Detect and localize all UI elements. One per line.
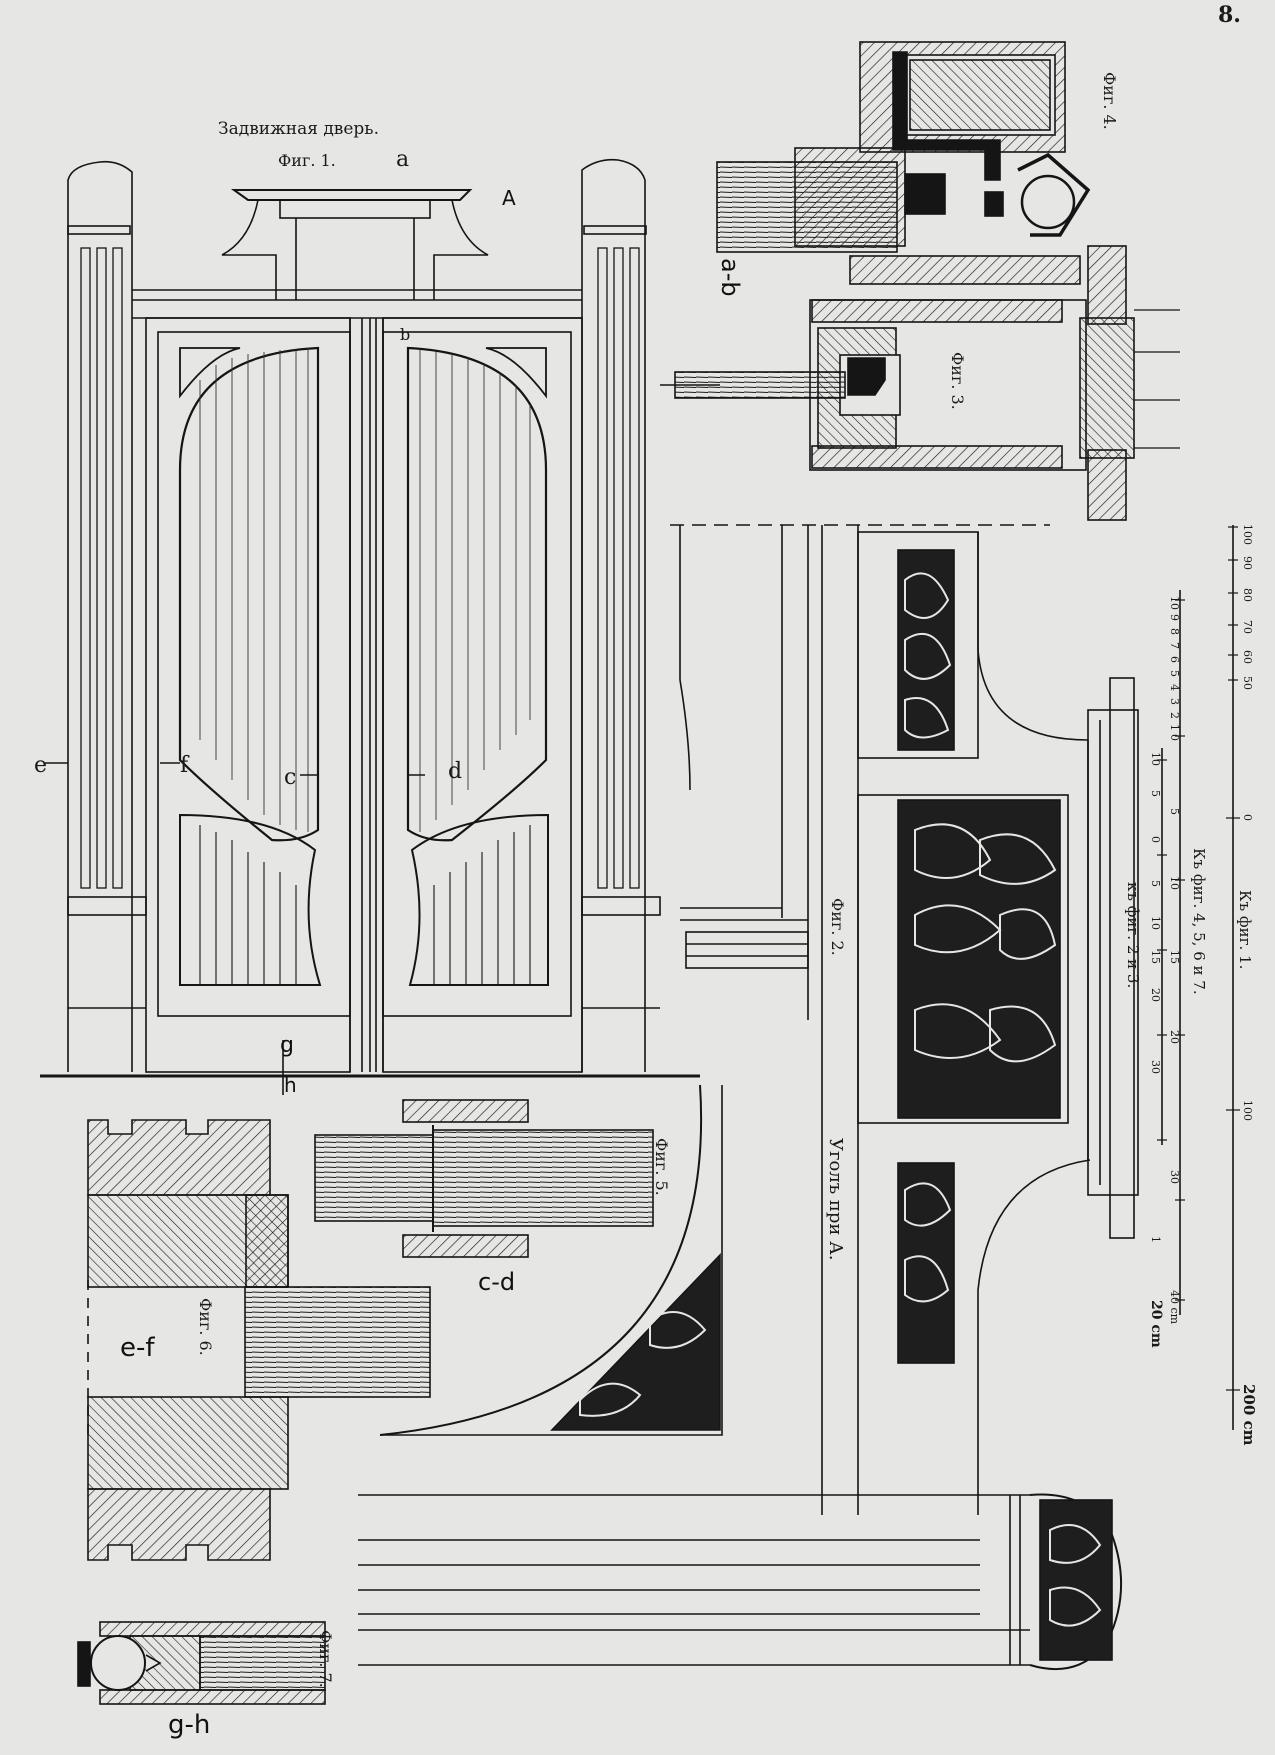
scale2-tick: 10 xyxy=(1168,596,1181,610)
scale3-tick: 5 xyxy=(1149,790,1162,797)
fig7-section-gh xyxy=(77,1621,326,1705)
fig4-section-label: a-b xyxy=(716,258,744,297)
mark-g: g xyxy=(280,1033,294,1058)
scale1-tick: 80 xyxy=(1241,588,1254,602)
mark-h: h xyxy=(284,1073,297,1097)
fig2-corner-detail xyxy=(358,524,1139,1671)
fig6-section-ef xyxy=(87,1119,431,1561)
scale1-tick: 200 cm xyxy=(1240,1384,1258,1446)
scale2-ticks: 10 9 8 7 6 5 4 3 2 1 0 5 10 15 20 30 40 … xyxy=(1168,596,1181,1325)
fig5-section-label: c-d xyxy=(478,1268,515,1296)
scale1-tick: 100 xyxy=(1241,1100,1254,1121)
scale1-caption: Къ фиг. 1. xyxy=(1236,890,1254,969)
mark-a: a xyxy=(396,147,409,172)
fig2-corner-label: Уголъ при А. xyxy=(825,1138,846,1260)
scale3-ticks: 10 5 0 5 10 15 20 30 1 20 cm xyxy=(1148,752,1164,1348)
scale1-tick: 70 xyxy=(1241,620,1254,634)
fig1-label: Фиг. 1. xyxy=(278,151,336,170)
scale1-ticks: 100 90 80 70 60 50 0 100 200 cm xyxy=(1240,524,1258,1446)
fig5-section-cd xyxy=(314,1099,654,1258)
scale2-tick: 8 xyxy=(1168,628,1181,635)
scale3-tick: 20 cm xyxy=(1148,1300,1164,1348)
mark-c: c xyxy=(284,765,296,790)
scale2-tick: 9 xyxy=(1168,614,1181,621)
scale3-tick: 0 xyxy=(1149,836,1162,843)
scale3-tick: 1 xyxy=(1149,1236,1162,1243)
scale3-tick: 10 xyxy=(1149,916,1162,930)
scale2-tick: 5 xyxy=(1168,670,1181,677)
scale1-tick: 0 xyxy=(1241,814,1254,821)
fig7-label: Фиг. 7. xyxy=(316,1630,335,1688)
scale1-tick: 90 xyxy=(1241,556,1254,570)
scale2-tick: 7 xyxy=(1168,642,1181,649)
scale2-tick: 30 xyxy=(1168,1170,1181,1184)
scale3-tick: 5 xyxy=(1149,880,1162,887)
scale2-tick: 40 cm xyxy=(1168,1290,1181,1325)
page-number: 8. xyxy=(1218,2,1241,28)
scale2-tick: 1 xyxy=(1168,724,1181,731)
scale2-tick: 15 xyxy=(1168,950,1181,964)
drawing-title: Задвижная дверь. xyxy=(218,119,379,139)
mark-d: d xyxy=(448,759,462,784)
scale3-tick: 15 xyxy=(1149,950,1162,964)
fig6-label: Фиг. 6. xyxy=(196,1298,215,1356)
mark-e: e xyxy=(34,753,47,778)
fig7-section-label: g-h xyxy=(168,1710,210,1740)
fig3-label: Фиг. 3. xyxy=(948,352,967,410)
mark-f: f xyxy=(180,753,190,778)
mark-A: A xyxy=(502,186,516,210)
scale1-tick: 100 xyxy=(1241,524,1254,545)
scale3-caption: къ фиг. 2 и 3. xyxy=(1124,882,1142,988)
fig5-label: Фиг. 5. xyxy=(652,1138,671,1196)
scale2-caption: Къ фиг. 4, 5, 6 и 7. xyxy=(1190,848,1208,995)
scale2-tick: 20 xyxy=(1168,1030,1181,1044)
scale2-tick: 2 xyxy=(1168,712,1181,719)
scale3-tick: 10 xyxy=(1149,752,1162,766)
scale3-tick: 30 xyxy=(1149,1060,1162,1074)
scale2-tick: 0 xyxy=(1168,734,1181,741)
scale2-tick: 3 xyxy=(1168,698,1181,705)
fig6-section-label: e-f xyxy=(120,1333,155,1363)
scale-bars xyxy=(1157,525,1240,1430)
fig2-label: Фиг. 2. xyxy=(828,898,847,956)
scale2-tick: 6 xyxy=(1168,656,1181,663)
scale2-tick: 5 xyxy=(1168,808,1181,815)
scale1-tick: 50 xyxy=(1241,676,1254,690)
scale2-tick: 10 xyxy=(1168,876,1181,890)
carved-ornament xyxy=(579,572,1102,1627)
scale3-tick: 20 xyxy=(1149,988,1162,1002)
scale2-tick: 4 xyxy=(1168,684,1181,691)
fig1-door-elevation xyxy=(40,158,700,1095)
scale1-tick: 60 xyxy=(1241,650,1254,664)
fig3-head-section xyxy=(660,245,1180,521)
mark-b: b xyxy=(400,325,410,344)
fig4-label: Фиг. 4. xyxy=(1100,72,1119,130)
fig4-hanger-section xyxy=(716,41,1091,285)
